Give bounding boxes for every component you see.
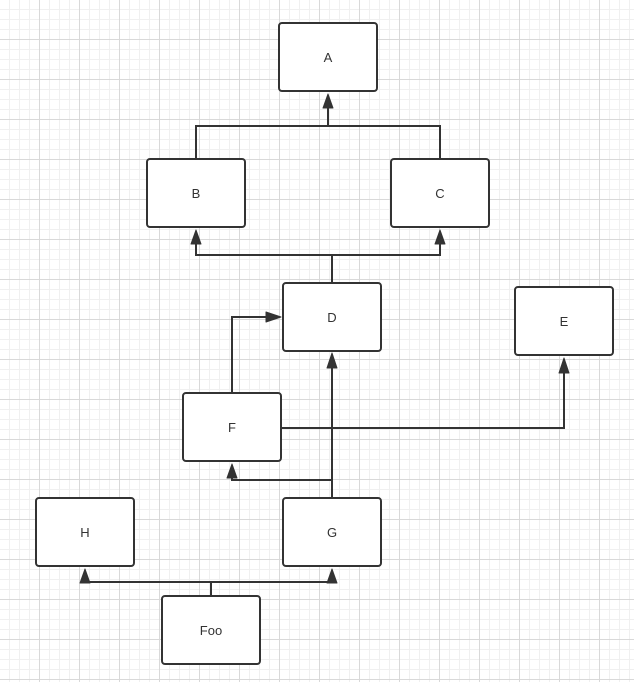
node-a-label: A (323, 49, 333, 65)
node-h[interactable]: H (35, 497, 135, 567)
edge-f-to-d[interactable] (231, 316, 276, 392)
edge-f-to-e[interactable] (282, 364, 565, 429)
edge-foo-to-g[interactable] (211, 574, 333, 583)
edge-d-to-c[interactable] (332, 234, 441, 256)
edge-b-to-a[interactable] (195, 98, 329, 158)
edge-d-to-b[interactable] (195, 234, 333, 282)
node-d-label: D (327, 309, 337, 325)
arrowhead-d-left (265, 311, 282, 323)
node-foo-label: Foo (199, 622, 223, 638)
arrowhead-c (434, 229, 446, 245)
node-d[interactable]: D (282, 282, 382, 352)
node-b-label: B (191, 185, 201, 201)
node-foo[interactable]: Foo (161, 595, 261, 665)
node-f[interactable]: F (182, 392, 282, 462)
node-f-label: F (228, 419, 236, 435)
node-c[interactable]: C (390, 158, 490, 228)
arrowhead-b (190, 229, 202, 245)
edge-g-to-f[interactable] (231, 468, 332, 481)
node-g[interactable]: G (282, 497, 382, 567)
edge-foo-to-h[interactable] (84, 574, 212, 595)
arrowhead-g (326, 568, 338, 584)
node-b[interactable]: B (146, 158, 246, 228)
node-h-label: H (80, 524, 90, 540)
arrowhead-d-bottom (326, 352, 338, 369)
arrowhead-a (322, 93, 334, 109)
node-e[interactable]: E (514, 286, 614, 356)
edge-c-to-a[interactable] (328, 125, 441, 158)
node-g-label: G (326, 524, 338, 540)
node-a[interactable]: A (278, 22, 378, 92)
arrowhead-f (226, 463, 238, 479)
arrowhead-e (558, 357, 570, 374)
node-c-label: C (435, 185, 445, 201)
arrowhead-h (79, 568, 91, 584)
node-e-label: E (559, 313, 569, 329)
